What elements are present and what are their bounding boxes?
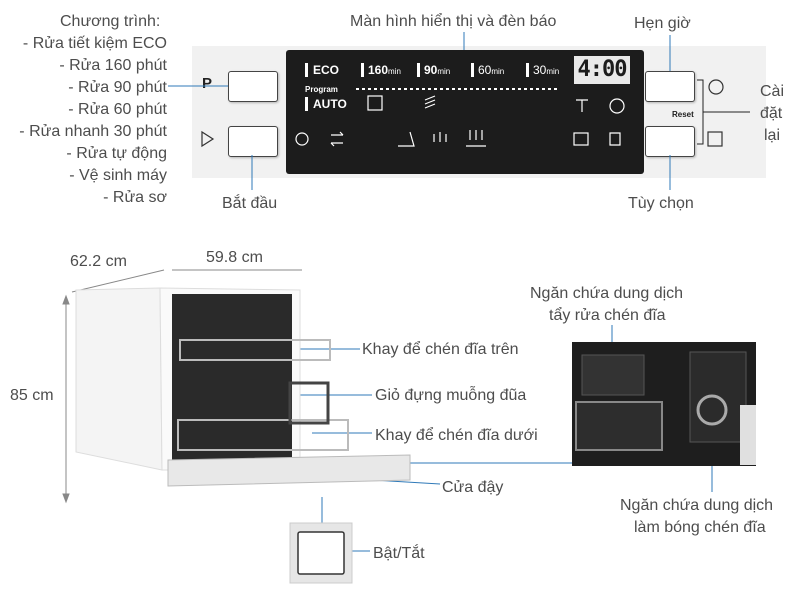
play-icon bbox=[201, 130, 215, 148]
program-list-title: Chương trình: bbox=[60, 13, 161, 30]
program-item: - Vệ sinh máy bbox=[69, 167, 167, 184]
dry-icon bbox=[367, 95, 383, 111]
rinse-label-line2: làm bóng chén đĩa bbox=[634, 519, 766, 536]
display-label: Màn hình hiển thị và đèn báo bbox=[350, 13, 557, 30]
timer-label: Hẹn giờ bbox=[634, 15, 691, 32]
start-label: Bắt đầu bbox=[222, 195, 278, 212]
program-item: - Rửa nhanh 30 phút bbox=[19, 123, 167, 140]
options-button[interactable] bbox=[645, 126, 695, 157]
time-readout: 4:00 bbox=[574, 56, 630, 84]
glass-icon bbox=[576, 99, 588, 112]
program-button[interactable] bbox=[228, 71, 278, 102]
program-90-indicator: 90min bbox=[424, 63, 450, 79]
upper-rack-label: Khay để chén đĩa trên bbox=[362, 341, 519, 358]
door-label: Cửa đậy bbox=[442, 479, 504, 496]
reset-bracket bbox=[697, 79, 750, 145]
reset-text: Reset bbox=[672, 110, 694, 119]
depth-dimension: 62.2 cm bbox=[70, 253, 127, 270]
rinse-label-line1: Ngăn chứa dung dịch bbox=[620, 497, 774, 514]
clock-icon bbox=[609, 98, 625, 114]
extra-icon bbox=[609, 132, 621, 146]
sparkle-icon bbox=[295, 132, 309, 146]
indicator-bar bbox=[305, 97, 308, 111]
indicator-bar bbox=[417, 63, 420, 77]
p-symbol: P bbox=[202, 75, 213, 92]
program-item: - Rửa 90 phút bbox=[68, 79, 167, 96]
cutlery-basket-label: Giỏ đựng muỗng đũa bbox=[375, 387, 527, 404]
options-label: Tùy chọn bbox=[628, 195, 694, 212]
program-text: Program bbox=[305, 85, 338, 94]
unit-label: min bbox=[388, 67, 401, 76]
timer-icon bbox=[708, 79, 724, 95]
pot-icon bbox=[573, 132, 589, 146]
spray-icon bbox=[433, 132, 447, 142]
indicator-bar bbox=[526, 63, 529, 77]
brush-icon bbox=[398, 131, 415, 147]
program-60-value: 60 bbox=[478, 63, 492, 77]
reset-label-line2: đặt bbox=[760, 105, 783, 122]
unit-label: min bbox=[437, 67, 451, 76]
unit-label: min bbox=[491, 67, 505, 76]
program-30-indicator: 30min bbox=[533, 63, 559, 79]
power-label: Bật/Tắt bbox=[373, 545, 425, 562]
cycle-icon bbox=[330, 131, 344, 147]
program-30-value: 30 bbox=[533, 63, 547, 77]
timer-button[interactable] bbox=[645, 71, 695, 102]
unit-label: min bbox=[546, 67, 560, 76]
detergent-label-line2: tẩy rửa chén đĩa bbox=[549, 307, 666, 324]
width-dimension: 59.8 cm bbox=[206, 249, 263, 266]
program-90-value: 90 bbox=[424, 63, 438, 77]
program-160-indicator: 160min bbox=[368, 63, 401, 79]
detergent-photo bbox=[572, 342, 756, 466]
indicator-bar bbox=[471, 63, 474, 77]
program-item: - Rửa tự động bbox=[66, 145, 167, 162]
rinse-icon bbox=[424, 95, 436, 109]
height-dimension: 85 cm bbox=[10, 387, 54, 404]
lower-rack-label: Khay để chén đĩa dưới bbox=[375, 427, 538, 444]
steam-icon bbox=[466, 130, 486, 147]
power-button-closeup bbox=[289, 522, 353, 584]
reset-label-line3: lại bbox=[764, 127, 781, 144]
program-item: - Rửa tiết kiệm ECO bbox=[22, 35, 167, 52]
indicator-bar bbox=[305, 63, 308, 77]
reset-label-line1: Cài bbox=[760, 83, 785, 100]
auto-indicator: AUTO bbox=[313, 97, 347, 111]
start-button[interactable] bbox=[228, 126, 278, 157]
display-icons bbox=[295, 88, 625, 147]
indicator-bar bbox=[361, 63, 364, 77]
program-item: - Rửa sơ bbox=[103, 189, 167, 206]
eco-indicator: ECO bbox=[313, 63, 340, 77]
checkbox-icon bbox=[707, 131, 723, 147]
program-160-value: 160 bbox=[368, 63, 389, 77]
dishwasher-illustration bbox=[75, 287, 411, 487]
panel-icons bbox=[201, 79, 724, 148]
dimension-arrows bbox=[62, 269, 302, 504]
program-item: - Rửa 60 phút bbox=[68, 101, 167, 118]
program-item: - Rửa 160 phút bbox=[59, 57, 167, 74]
program-60-indicator: 60min bbox=[478, 63, 504, 79]
detergent-label-line1: Ngăn chứa dung dịch bbox=[530, 285, 684, 302]
